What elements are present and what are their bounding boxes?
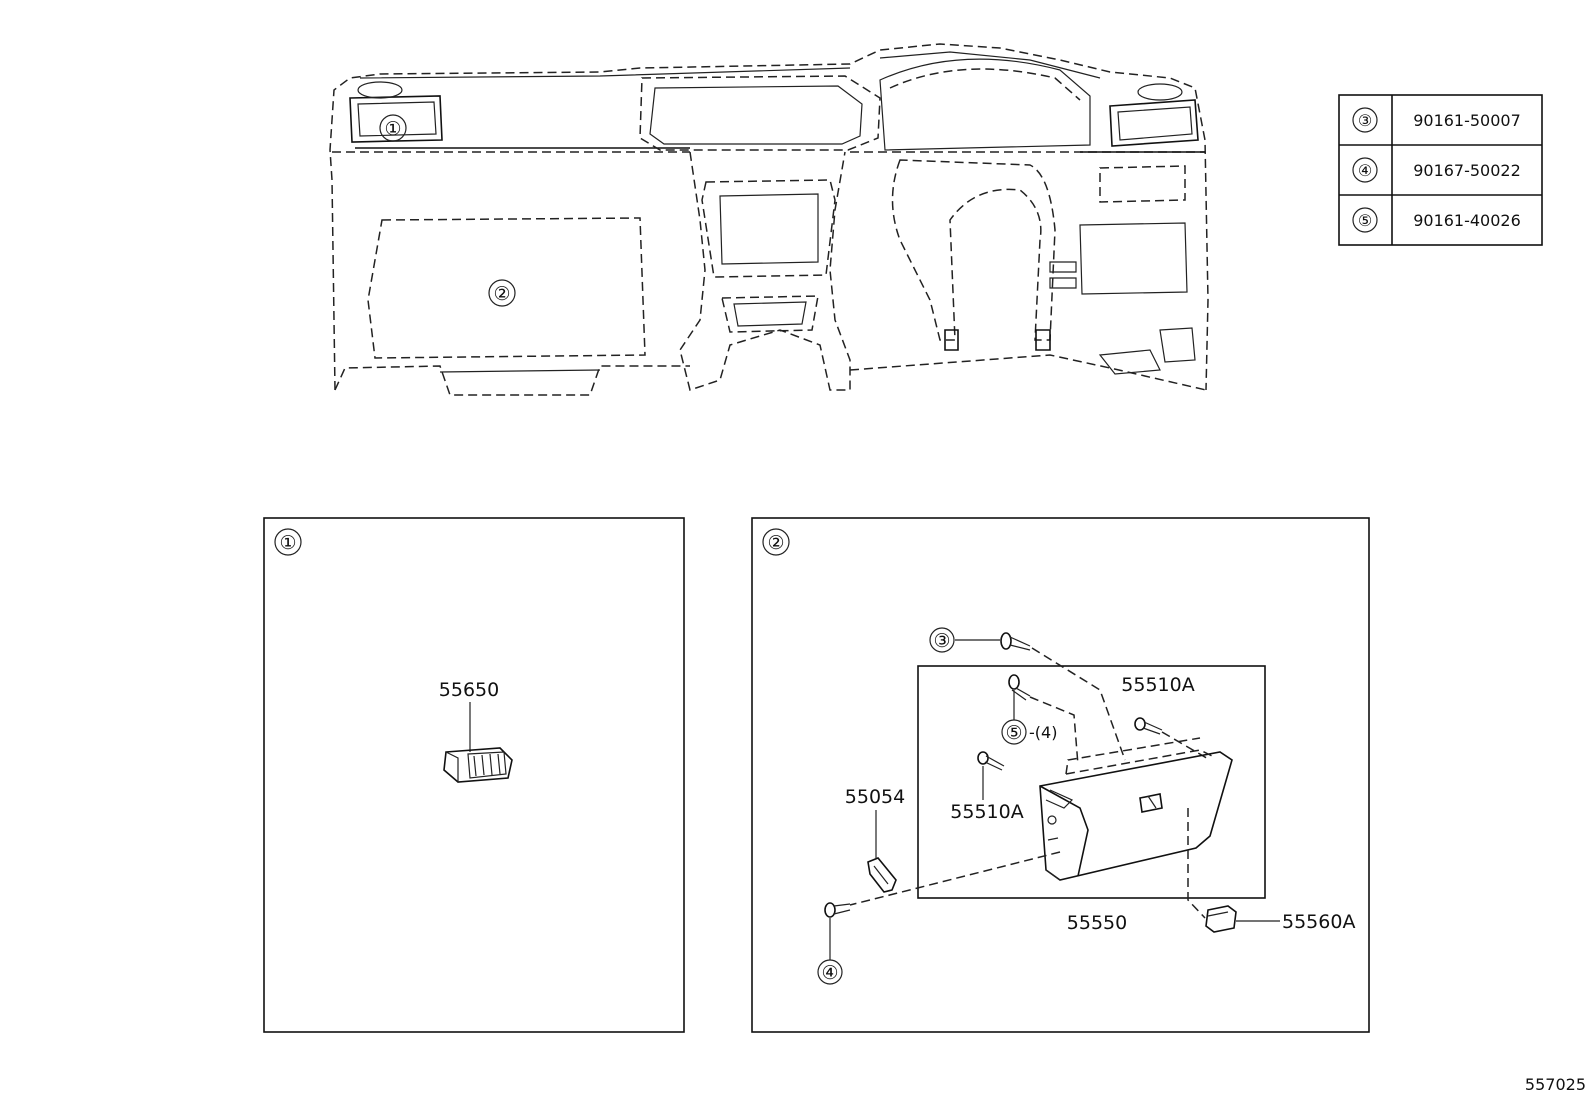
table-key-5: ⑤ bbox=[1358, 211, 1372, 230]
detail-2-panel: ② ③ ⑤ -(4) 55510A bbox=[751, 517, 1370, 1033]
detail-1-panel: ① 55650 bbox=[263, 517, 685, 1033]
lock-part bbox=[1205, 905, 1237, 933]
fastener-table: ③ 90161-50007 ④ 90167-50022 ⑤ 90161-4002… bbox=[1338, 94, 1543, 246]
detail-2-marker: ② bbox=[767, 532, 784, 554]
callout-5-qty: -(4) bbox=[1029, 723, 1057, 742]
overview-callout-1: ① bbox=[384, 118, 401, 140]
illustration-id: 557025 bbox=[1525, 1075, 1586, 1094]
table-part-90161-40026: 90161-40026 bbox=[1413, 211, 1521, 230]
part-55510A-lower-label: 55510A bbox=[950, 801, 1023, 823]
table-key-3: ③ bbox=[1358, 111, 1372, 130]
stopper-lower bbox=[977, 751, 1005, 771]
part-55054-label: 55054 bbox=[845, 786, 905, 808]
callout-3: ③ bbox=[933, 630, 950, 652]
instrument-panel-overview: ① ② bbox=[329, 43, 1209, 396]
screw-4 bbox=[824, 902, 851, 918]
screw-3 bbox=[1000, 632, 1031, 651]
air-vent-part bbox=[443, 747, 513, 783]
stopper-upper bbox=[1134, 717, 1163, 735]
detail-1-marker: ① bbox=[279, 532, 296, 554]
part-55650-label: 55650 bbox=[439, 679, 499, 701]
part-55560A-label: 55560A bbox=[1282, 911, 1355, 933]
hinge-pin-part bbox=[867, 857, 897, 893]
overview-callout-2: ② bbox=[493, 283, 510, 305]
table-key-4: ④ bbox=[1358, 161, 1372, 180]
part-55510A-upper-label: 55510A bbox=[1121, 674, 1194, 696]
screw-5 bbox=[1008, 674, 1031, 701]
table-part-90167-50022: 90167-50022 bbox=[1413, 161, 1521, 180]
table-part-90161-50007: 90161-50007 bbox=[1413, 111, 1521, 130]
callout-5: ⑤ bbox=[1005, 722, 1022, 744]
callout-4: ④ bbox=[821, 962, 838, 984]
glove-box-part bbox=[1039, 737, 1233, 881]
part-55550-label: 55550 bbox=[1067, 912, 1127, 934]
